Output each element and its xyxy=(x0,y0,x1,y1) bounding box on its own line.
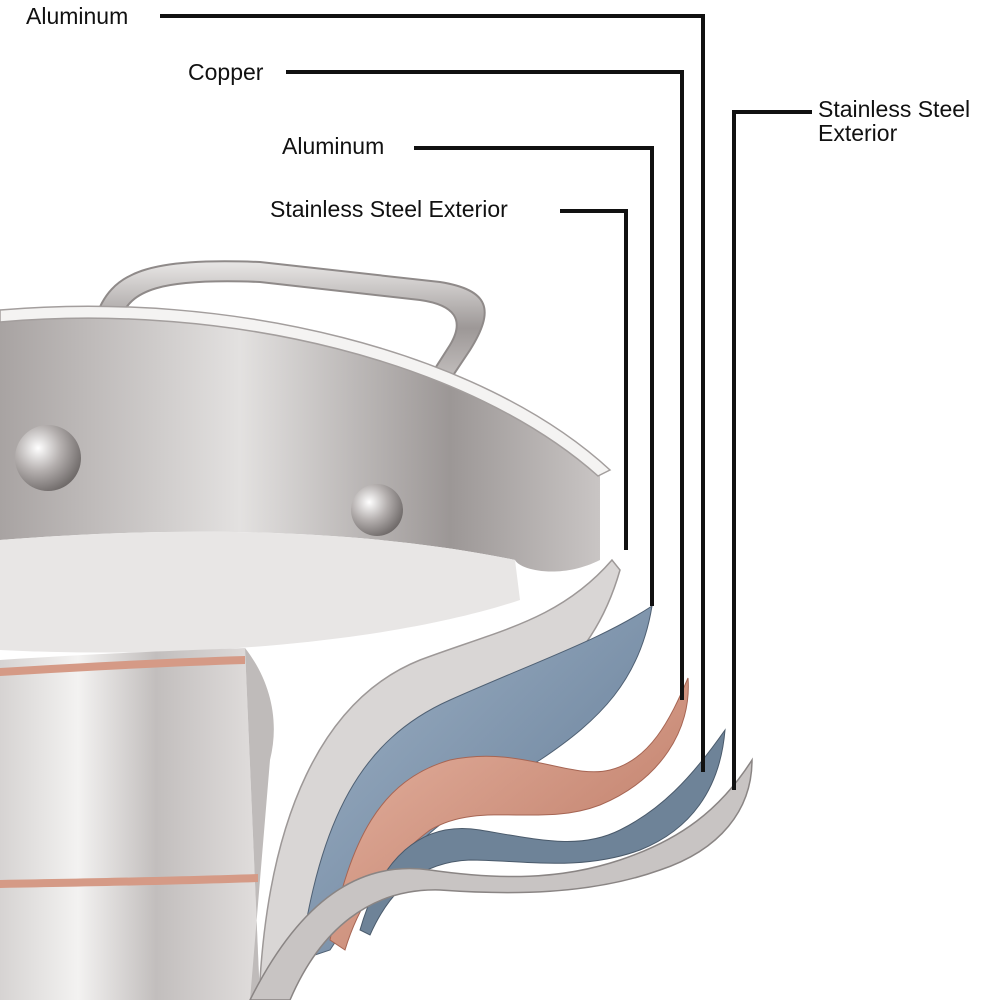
pan-interior-floor xyxy=(0,531,520,653)
label-copper: Copper xyxy=(188,59,264,85)
pan-inner-wall xyxy=(0,314,600,572)
rivet-right xyxy=(351,484,403,536)
label-stainless-exterior-line1: Stainless Steel xyxy=(818,96,971,122)
layer-aluminum-outer xyxy=(359,728,726,936)
pan-rim xyxy=(0,305,612,477)
label-stainless-exterior: Stainless Steel Exterior xyxy=(818,97,970,145)
pan-outer-edge xyxy=(245,648,274,1000)
label-aluminum-inner: Aluminum xyxy=(282,133,385,159)
label-stainless-exterior-line2: Exterior xyxy=(818,120,898,146)
layer-stainless-exterior xyxy=(248,757,753,1001)
copper-band-top xyxy=(0,656,245,676)
leader-line-aluminum-inner xyxy=(414,146,654,606)
layer-copper xyxy=(329,677,689,951)
leader-lines xyxy=(160,14,812,790)
pan-outer-wall xyxy=(0,648,260,1000)
leader-line-aluminum-outer xyxy=(160,14,705,772)
label-stainless-interior: Stainless Steel Exterior xyxy=(270,196,508,222)
rivet-left xyxy=(15,425,81,491)
copper-band-bottom xyxy=(0,874,258,888)
pan-handle xyxy=(93,260,486,397)
leader-line-stainless-exterior xyxy=(732,110,812,790)
leader-line-copper xyxy=(286,70,684,700)
leader-line-stainless-interior xyxy=(560,209,628,550)
label-aluminum-outer: Aluminum xyxy=(26,3,129,29)
